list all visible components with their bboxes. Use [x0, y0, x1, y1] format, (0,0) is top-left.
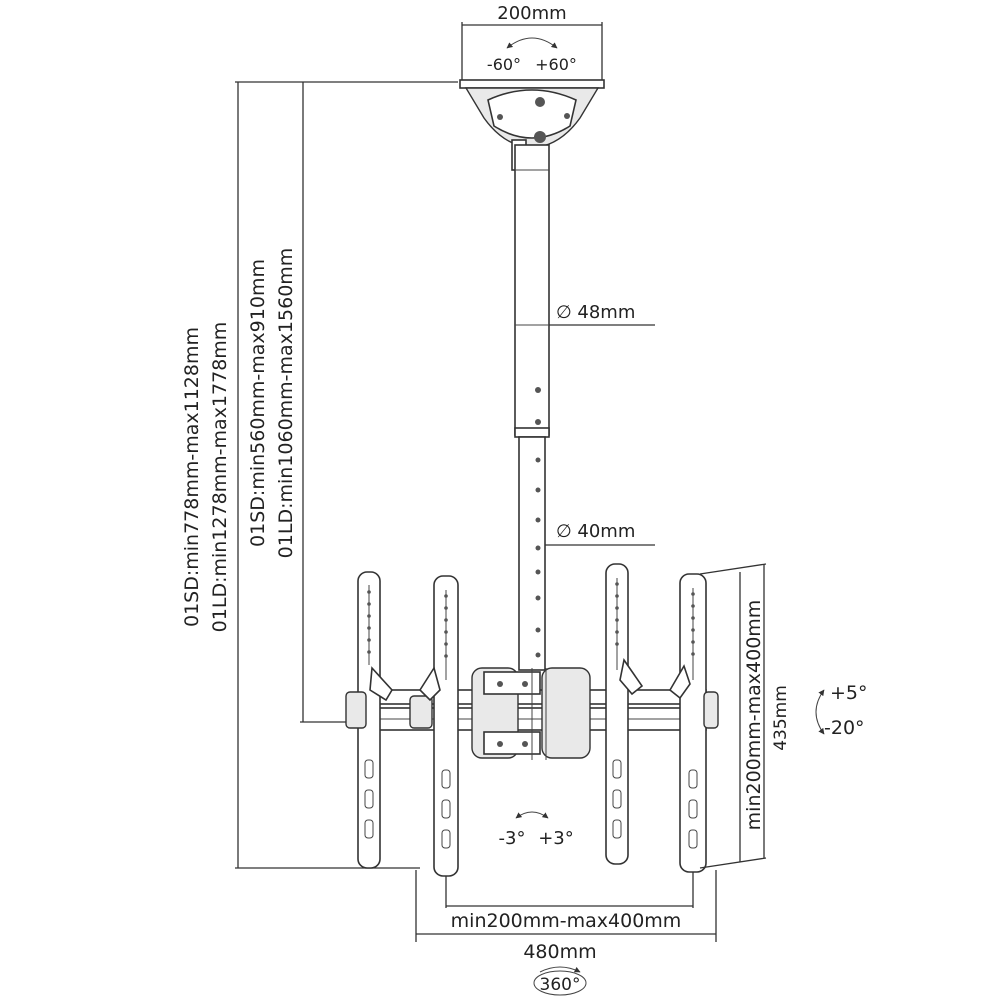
- tilt-indicator: +5° -20°: [815, 682, 868, 739]
- pole-height-dimension: 01SD:min560mm-max910mm 01LD:min1060mm-ma…: [247, 82, 350, 723]
- center-hub: [471, 667, 591, 760]
- height-sd-overall-label: 01SD:min778mm-max1128mm: [181, 327, 203, 627]
- top-rotation-right-label: +60°: [535, 55, 577, 74]
- top-rotation-left-label: -60°: [487, 55, 521, 74]
- top-width-label: 200mm: [497, 3, 566, 24]
- tilt-up-label: +5°: [830, 682, 868, 704]
- right-inner-bracket: [605, 563, 644, 865]
- top-rotation-icon: -60° +60°: [487, 37, 577, 74]
- left-outer-bracket: [345, 571, 393, 869]
- swivel-indicator: 360°: [533, 966, 587, 996]
- upper-pole: [514, 144, 550, 438]
- tilt-down-label: -20°: [824, 717, 865, 739]
- vesa-horizontal-label: min200mm-max400mm: [451, 910, 682, 932]
- upper-diameter-label: ∅ 48mm: [556, 302, 635, 323]
- swivel-label: 360°: [540, 975, 581, 995]
- overall-height-dimension: 01SD:min778mm-max1128mm 01LD:min1278mm-m…: [181, 81, 458, 869]
- vesa-vertical-label: min200mm-max400mm: [743, 600, 765, 831]
- vesa-horizontal-dimension: min200mm-max400mm: [445, 872, 694, 932]
- level-indicator: -3° +3°: [499, 811, 574, 849]
- level-right-label: +3°: [538, 828, 574, 849]
- top-width-dimension: 200mm: [461, 3, 603, 80]
- lower-diameter-label: ∅ 40mm: [556, 521, 635, 542]
- level-left-label: -3°: [499, 828, 526, 849]
- bar-width-label: 480mm: [523, 941, 596, 963]
- bar-width-dimension: 480mm: [415, 870, 717, 963]
- lower-diameter-callout: ∅ 40mm: [545, 521, 655, 546]
- height-ld-overall-label: 01LD:min1278mm-max1778mm: [209, 322, 231, 633]
- height-sd-pole-label: 01SD:min560mm-max910mm: [247, 259, 269, 547]
- left-inner-bracket: [409, 575, 459, 877]
- lower-pole: [518, 436, 546, 671]
- upper-diameter-callout: ∅ 48mm: [549, 302, 655, 326]
- vesa-vertical-dimension: min200mm-max400mm 435mm: [699, 563, 791, 869]
- arm-height-label: 435mm: [771, 685, 791, 751]
- height-ld-pole-label: 01LD:min1060mm-max1560mm: [275, 248, 297, 559]
